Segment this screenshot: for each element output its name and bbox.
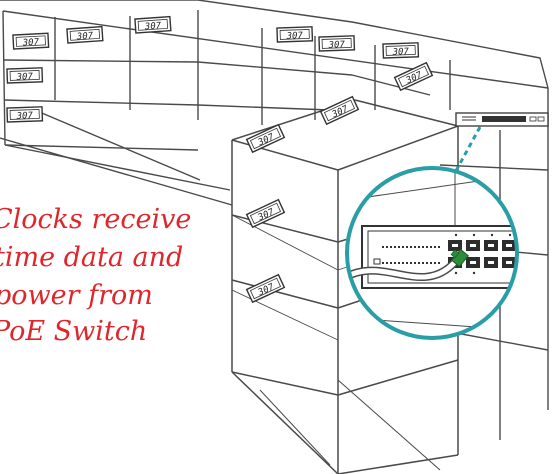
digital-clock-icon: 307 — [321, 97, 359, 124]
digital-clock-icon: 307 — [7, 107, 42, 122]
clock-reading: 307 — [15, 111, 33, 122]
switch-zoom-inset — [338, 165, 522, 338]
digital-clock-icon: 307 — [383, 43, 418, 58]
digital-clock-icon: 307 — [319, 36, 354, 51]
caption-line-2: time data and — [0, 242, 183, 273]
caption-text: Clocks receive time data and power from … — [0, 204, 191, 347]
caption-line-4: PoE Switch — [0, 316, 147, 347]
digital-clock-icon: 307 — [247, 275, 285, 302]
clock-reading: 307 — [76, 31, 94, 42]
clock-reading: 307 — [22, 38, 40, 49]
clock-reading: 307 — [327, 40, 345, 51]
switch-detail-icon — [362, 226, 522, 288]
caption-line-1: Clocks receive — [0, 204, 191, 235]
clock-reading: 307 — [285, 31, 303, 42]
poe-switch-icon — [456, 113, 548, 126]
digital-clock-icon: 307 — [13, 33, 49, 49]
digital-clock-icon: 307 — [7, 68, 42, 83]
clock-reading: 307 — [15, 72, 33, 83]
digital-clock-icon: 307 — [135, 17, 171, 33]
clock-reading: 307 — [144, 21, 162, 32]
digital-clock-icon: 307 — [67, 27, 103, 43]
digital-clock-icon: 307 — [277, 27, 312, 42]
caption-line-3: power from — [0, 280, 153, 311]
clock-reading: 307 — [391, 47, 409, 58]
